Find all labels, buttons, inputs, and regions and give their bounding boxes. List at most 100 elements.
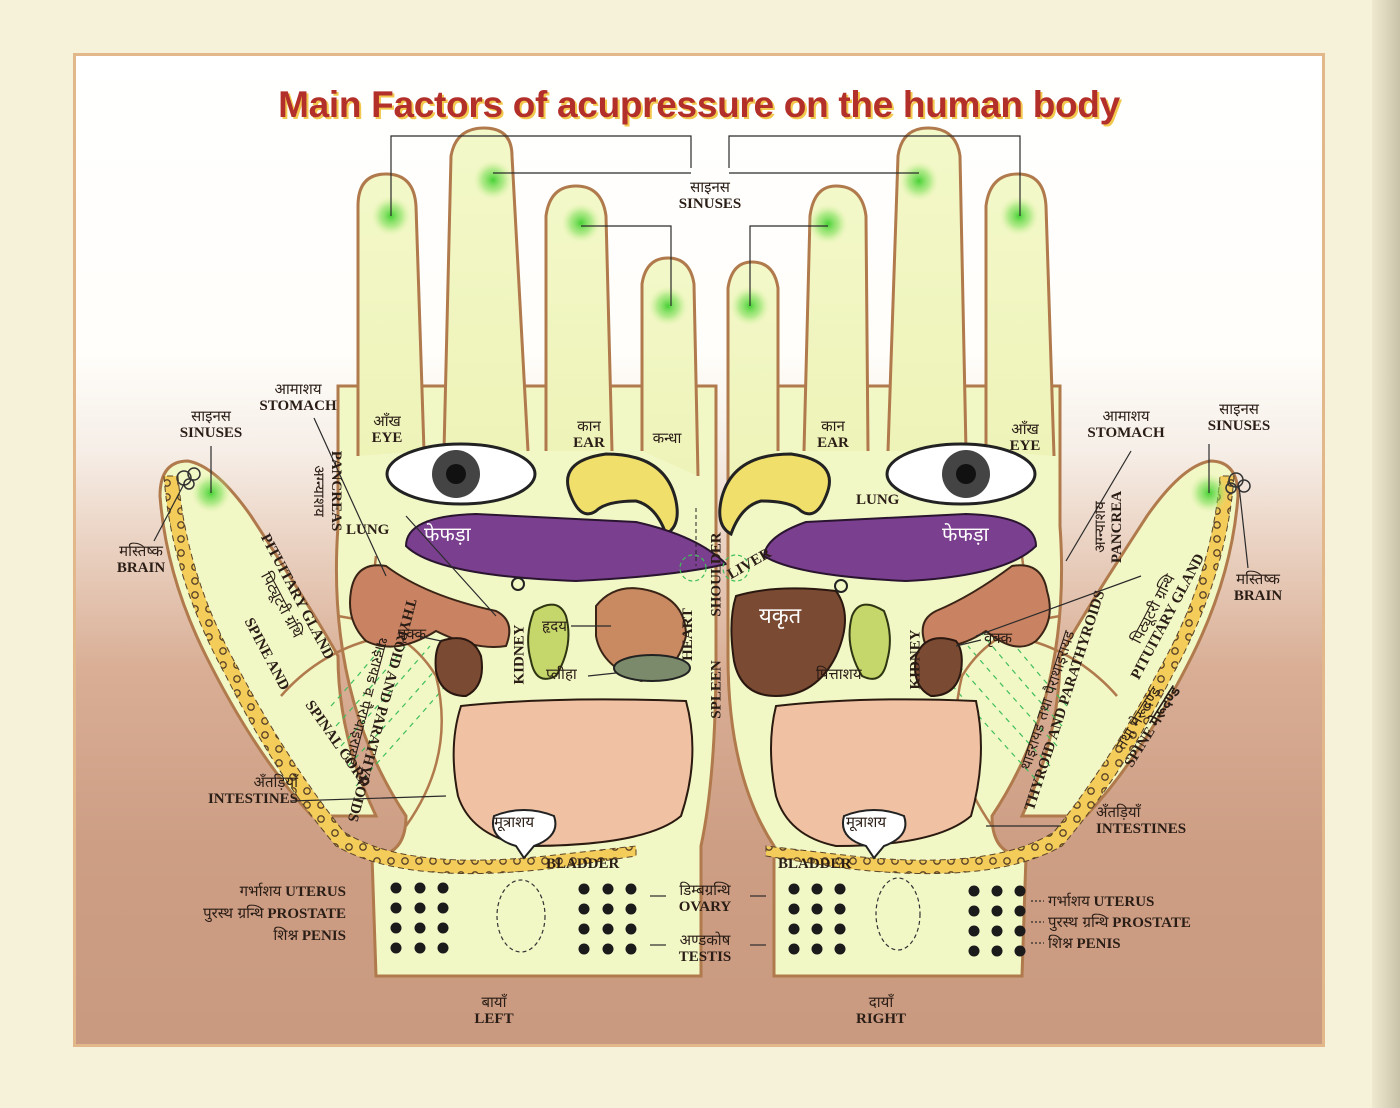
label-en: OVARY xyxy=(678,899,732,915)
label-right-stomach: आमाशय STOMACH xyxy=(1076,408,1176,442)
leader-lines xyxy=(153,135,1249,946)
label-hi: डिम्बग्रन्थि xyxy=(679,881,731,899)
label-hi: बायाँ xyxy=(481,993,507,1011)
label-en: KIDNEY xyxy=(511,624,528,685)
label-en: STOMACH xyxy=(1087,425,1165,441)
right-bladder-organ xyxy=(842,809,907,860)
caption-left-hand: बायाँ LEFT xyxy=(459,994,529,1028)
label-en: EAR xyxy=(817,435,849,451)
acupoint-left-ring xyxy=(473,160,513,200)
label-hi: अग्न्याशय xyxy=(1091,501,1109,553)
label-left-stomach: आमाशय STOMACH xyxy=(248,381,348,415)
left-stomach-organ xyxy=(349,564,511,648)
sinus-acupoints xyxy=(191,160,1229,513)
label-hi: दायाँ xyxy=(868,993,894,1011)
label-left-intestines: अँतड़ियाँ INTESTINES xyxy=(168,774,298,808)
label-hi: आमाशय xyxy=(274,380,322,398)
label-hi: कान xyxy=(821,417,845,435)
label-spleen: SPLEEN xyxy=(708,660,725,719)
left-thumb xyxy=(158,459,379,818)
label-right-lung-hi: फेफड़ा xyxy=(942,522,989,546)
label-left-heart-en: HEART xyxy=(680,608,697,661)
label-en: PANCREAS xyxy=(328,450,344,532)
left-wrist-dots-outer xyxy=(390,882,449,954)
right-intestines-organ xyxy=(770,698,982,848)
label-en: EYE xyxy=(1009,438,1041,454)
right-ring-finger xyxy=(886,126,968,452)
label-right-kidney-hi: वृक्क xyxy=(984,630,1012,647)
label-left-pancreas: PANCREAS अग्न्याशय xyxy=(310,426,344,556)
left-wrist-oval xyxy=(496,879,546,953)
label-left-ear: कान EAR xyxy=(566,418,612,452)
right-lung-organ xyxy=(762,512,1038,583)
label-en: PENIS xyxy=(1076,936,1121,952)
left-little-finger xyxy=(356,172,426,456)
right-liver-organ xyxy=(730,587,846,698)
label-hi: पुरस्थ ग्रन्थि xyxy=(1048,913,1109,931)
label-hi: आमाशय xyxy=(1102,407,1150,425)
label-hi: पुरस्थ ग्रन्थि xyxy=(203,904,264,922)
label-hi: अग्न्याशय xyxy=(310,465,328,517)
label-en: EYE xyxy=(371,430,403,446)
label-en: BLADDER xyxy=(778,856,852,872)
label-en: TESTIS xyxy=(678,949,732,965)
left-intestines-organ xyxy=(452,698,694,848)
label-hi: अण्डकोष xyxy=(679,931,731,949)
page-curl-edge xyxy=(1372,0,1400,1108)
right-small-circle xyxy=(834,579,848,593)
acupoint-right-ring xyxy=(899,161,939,201)
label-en: UTERUS xyxy=(1093,894,1155,910)
right-thumb xyxy=(1019,459,1240,818)
label-hi: अँतड़ियाँ xyxy=(1096,803,1141,821)
right-pancreas-organ xyxy=(848,603,891,680)
label-right-eye: आँख EYE xyxy=(1000,421,1050,455)
label-en: INTESTINES xyxy=(1096,821,1187,837)
label-left-prostate: पुरस्थ ग्रन्थि PROSTATE xyxy=(136,905,346,923)
label-en: PENIS xyxy=(301,928,346,944)
label-left-eye: आँख EYE xyxy=(362,413,412,447)
left-middle-finger xyxy=(544,184,614,452)
label-hi: हृदय xyxy=(542,617,567,635)
acupoint-right-little xyxy=(999,196,1039,236)
label-hi: आँख xyxy=(373,412,401,430)
label-left-lung: LUNG xyxy=(346,522,390,538)
left-shoulder-point xyxy=(679,554,707,582)
label-en: BRAIN xyxy=(1233,588,1283,604)
label-hi: कन्धा xyxy=(652,429,682,447)
right-wrist-dots-outer xyxy=(968,885,1026,957)
label-en: PROSTATE xyxy=(1112,915,1191,931)
label-hi: शिश्न xyxy=(1048,934,1073,952)
label-hi: मस्तिष्क xyxy=(119,542,163,560)
label-right-bladder-en: BLADDER xyxy=(778,856,851,873)
label-right-penis: शिश्न PENIS xyxy=(1048,935,1121,953)
left-wrist-dots-inner xyxy=(578,883,637,955)
label-right-thumb-sinuses: साइनस SINUSES xyxy=(1194,401,1284,435)
right-little-finger xyxy=(984,172,1056,457)
acupoint-left-index xyxy=(648,286,688,326)
label-hi: वृक्क xyxy=(984,629,1013,647)
left-spine-band xyxy=(163,475,637,875)
left-lung-organ xyxy=(404,512,728,583)
label-right-kidney-en: KIDNEY xyxy=(908,629,925,689)
label-en: SINUSES xyxy=(678,196,742,212)
right-wrist-oval xyxy=(875,877,921,951)
label-hi: पित्ताशय xyxy=(816,665,862,683)
label-right-intestines: अँतड़ियाँ INTESTINES xyxy=(1096,804,1226,838)
label-hi: मूत्राशय xyxy=(846,813,887,831)
chart-panel: Main Factors of acupressure on the human… xyxy=(73,53,1325,1047)
label-left-bladder-hi: मूत्राशय xyxy=(494,814,534,831)
label-left-thumb-sinuses: साइनस SINUSES xyxy=(166,408,256,442)
label-right-liver-hi: यकृत xyxy=(759,604,802,629)
label-en: PROSTATE xyxy=(267,906,346,922)
left-thumb-divider xyxy=(280,555,378,697)
label-right-uterus: गर्भाशय UTERUS xyxy=(1048,893,1154,911)
label-hi: गर्भाशय xyxy=(239,882,282,900)
label-left-kidney-en: KIDNEY xyxy=(512,624,529,684)
label-en: BRAIN xyxy=(116,560,166,576)
label-en: KIDNEY xyxy=(907,629,924,690)
label-left-spleen-hi: प्लीहा xyxy=(546,666,577,683)
right-hand xyxy=(718,126,1240,978)
label-hi: वृक्क xyxy=(398,625,427,643)
left-bladder-organ xyxy=(492,809,557,860)
label-ovary: डिम्बग्रन्थि OVARY xyxy=(660,882,750,916)
